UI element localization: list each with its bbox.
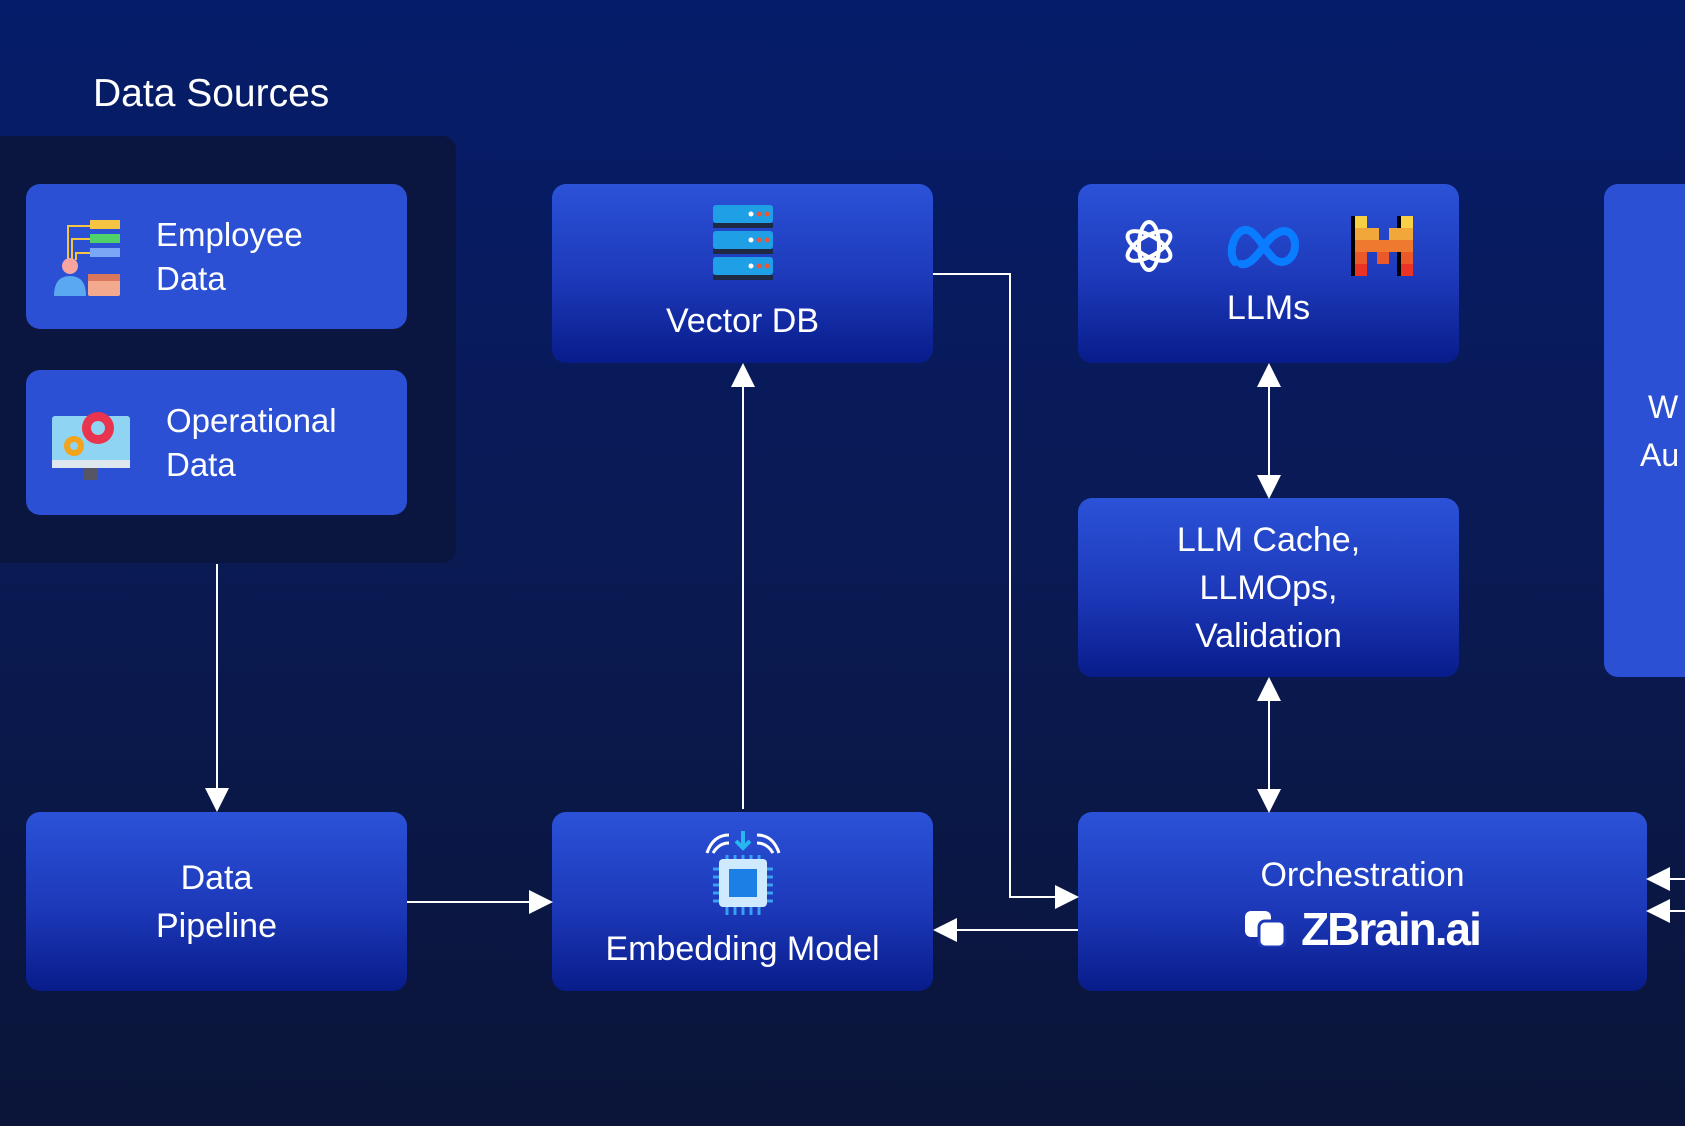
employee-data-icon xyxy=(54,219,120,296)
label-line: Employee xyxy=(156,215,303,253)
node-label: LLMs xyxy=(1226,288,1311,327)
label-line: LLMOps, xyxy=(1199,568,1338,607)
label-line: Data xyxy=(166,445,236,483)
label-line: Operational xyxy=(166,401,337,439)
node-label: Vector DB xyxy=(665,301,820,340)
data-sources-title: Data Sources xyxy=(93,72,330,115)
node-label: Orchestration xyxy=(1260,855,1465,894)
llms-node: LLMs xyxy=(1078,184,1459,363)
zbrain-logo-icon xyxy=(1245,910,1287,947)
label-line: W xyxy=(1648,388,1679,425)
label-line: Pipeline xyxy=(156,906,277,945)
meta-logo xyxy=(1227,225,1299,268)
openai-logo xyxy=(1125,219,1172,272)
label-line: Data xyxy=(180,858,253,897)
node-label: Embedding Model xyxy=(605,929,880,968)
label-line: LLM Cache, xyxy=(1176,520,1361,559)
embedding-model-node: Embedding Model xyxy=(552,812,933,991)
brand-text: ZBrain.ai xyxy=(1301,902,1482,955)
orchestration-node: Orchestration ZBrain.ai xyxy=(1078,812,1647,991)
data-pipeline-node: Data Pipeline xyxy=(26,812,407,991)
operational-data-icon xyxy=(52,411,130,480)
zbrain-logo: ZBrain.ai xyxy=(1245,902,1482,955)
chip-icon xyxy=(705,830,780,915)
mistral-logo xyxy=(1350,215,1413,276)
label-line: Validation xyxy=(1195,616,1342,655)
label-line: Data xyxy=(156,259,226,297)
server-stack-icon xyxy=(712,204,773,280)
right-partial-node: W Au xyxy=(1604,184,1685,677)
llm-cache-node: LLM Cache, LLMOps, Validation xyxy=(1078,498,1459,677)
label-line: Au xyxy=(1640,436,1680,473)
vector-db-node: Vector DB xyxy=(552,184,933,363)
arrow-vectordb-to-orchestration xyxy=(933,273,1079,909)
